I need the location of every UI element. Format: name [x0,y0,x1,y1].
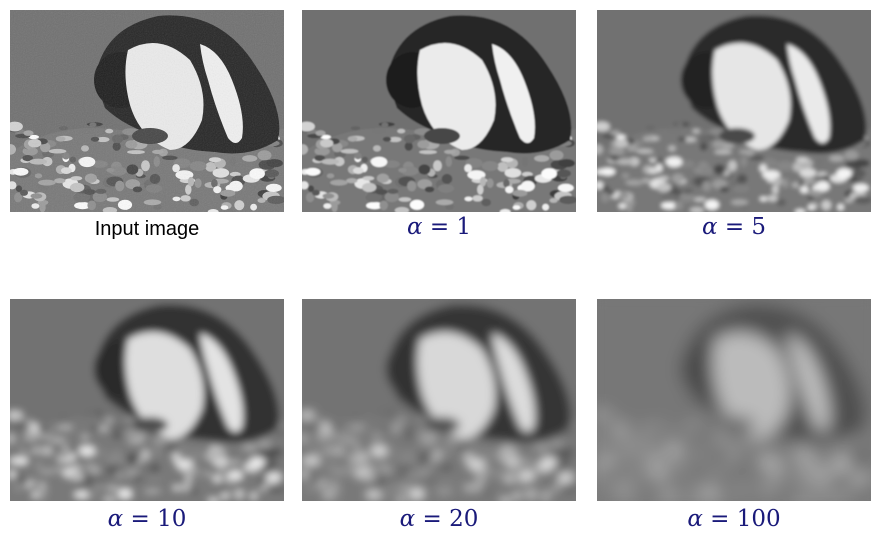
penguin-photo [10,299,284,501]
alpha-100-caption: α = 100 [597,506,871,532]
alpha-symbol: α [399,506,416,532]
equals-sign: = [429,214,450,240]
alpha-symbol: α [687,506,703,532]
alpha-symbol: α [107,506,124,532]
alpha-10-caption: α = 10 [10,506,284,532]
alpha-20-caption: α = 20 [302,506,576,532]
alpha-5-caption: α = 5 [597,214,871,240]
penguin-photo [597,10,871,212]
penguin-photo [10,10,284,212]
input-image-panel [10,10,284,212]
alpha-100-image-panel [597,299,871,501]
alpha-1-image-panel [302,10,576,212]
alpha-value: 1 [456,214,472,240]
caption-text: Input image [94,218,200,240]
penguin-photo [302,10,576,212]
alpha-value: 10 [157,506,187,532]
alpha-value: 100 [736,506,781,532]
alpha-symbol: α [701,214,718,240]
equals-sign: = [724,214,745,240]
alpha-1-caption: α = 1 [302,214,576,240]
alpha-value: 5 [751,214,767,240]
alpha-5-image-panel [597,10,871,212]
alpha-10-image-panel [10,299,284,501]
penguin-photo [597,299,871,501]
penguin-photo [302,299,576,501]
equals-sign: = [130,506,150,532]
input-image-caption: Input image [10,218,284,241]
equals-sign: = [422,506,442,532]
equals-sign: = [710,506,730,532]
alpha-20-image-panel [302,299,576,501]
alpha-symbol: α [406,214,423,240]
alpha-value: 20 [449,506,479,532]
